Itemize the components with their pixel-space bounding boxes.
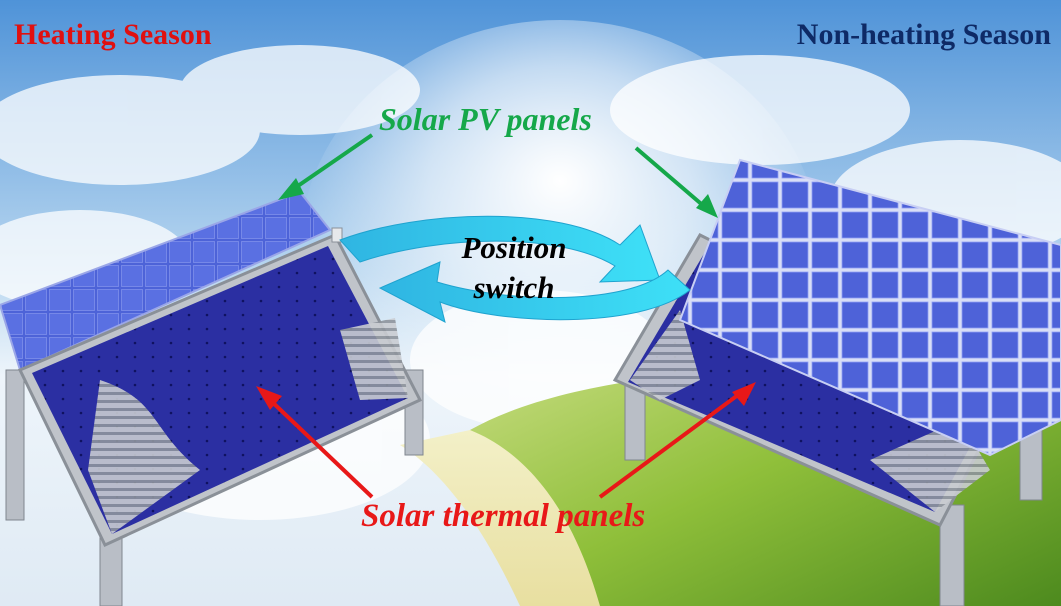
left-thermal-absorber (88, 380, 200, 534)
non-heating-season-title: Non-heating Season (796, 18, 1051, 51)
switch-arrow-bottom (378, 261, 691, 323)
solar-thermal-panels-label: Solar thermal panels (361, 498, 646, 534)
thermal-pointer-arrows (256, 382, 756, 499)
thermal-arrow-left-head (256, 386, 282, 410)
left-solar-system (0, 190, 424, 606)
thermal-arrow-right-head (732, 382, 756, 406)
right-solar-system (612, 158, 1061, 606)
solar-pv-panels-label: Solar PV panels (379, 101, 592, 137)
right-leg-1 (624, 384, 646, 461)
pv-arrow-left-head (278, 178, 304, 200)
heating-season-title: Heating Season (14, 18, 212, 51)
thermal-arrow-left (266, 396, 374, 499)
right-leg-2 (939, 504, 965, 606)
position-switch-line1: Position (461, 230, 567, 265)
position-switch-arrows (339, 215, 691, 323)
left-thermal-tubes-right (340, 318, 408, 400)
pv-pointer-arrows (278, 133, 718, 218)
thermal-arrow-right (598, 390, 744, 499)
position-switch-label: Position switch (434, 228, 594, 308)
right-pv-panel (678, 158, 1061, 457)
meadow-path (400, 430, 600, 606)
pv-arrow-left (290, 133, 374, 192)
pv-arrow-right (634, 146, 708, 210)
pv-arrow-right-head (696, 194, 718, 218)
left-pv-panel (0, 190, 332, 372)
left-rail (331, 227, 343, 243)
left-leg-1 (5, 369, 25, 521)
position-switch-line2: switch (473, 270, 555, 305)
right-thermal-absorber-left (630, 310, 700, 400)
